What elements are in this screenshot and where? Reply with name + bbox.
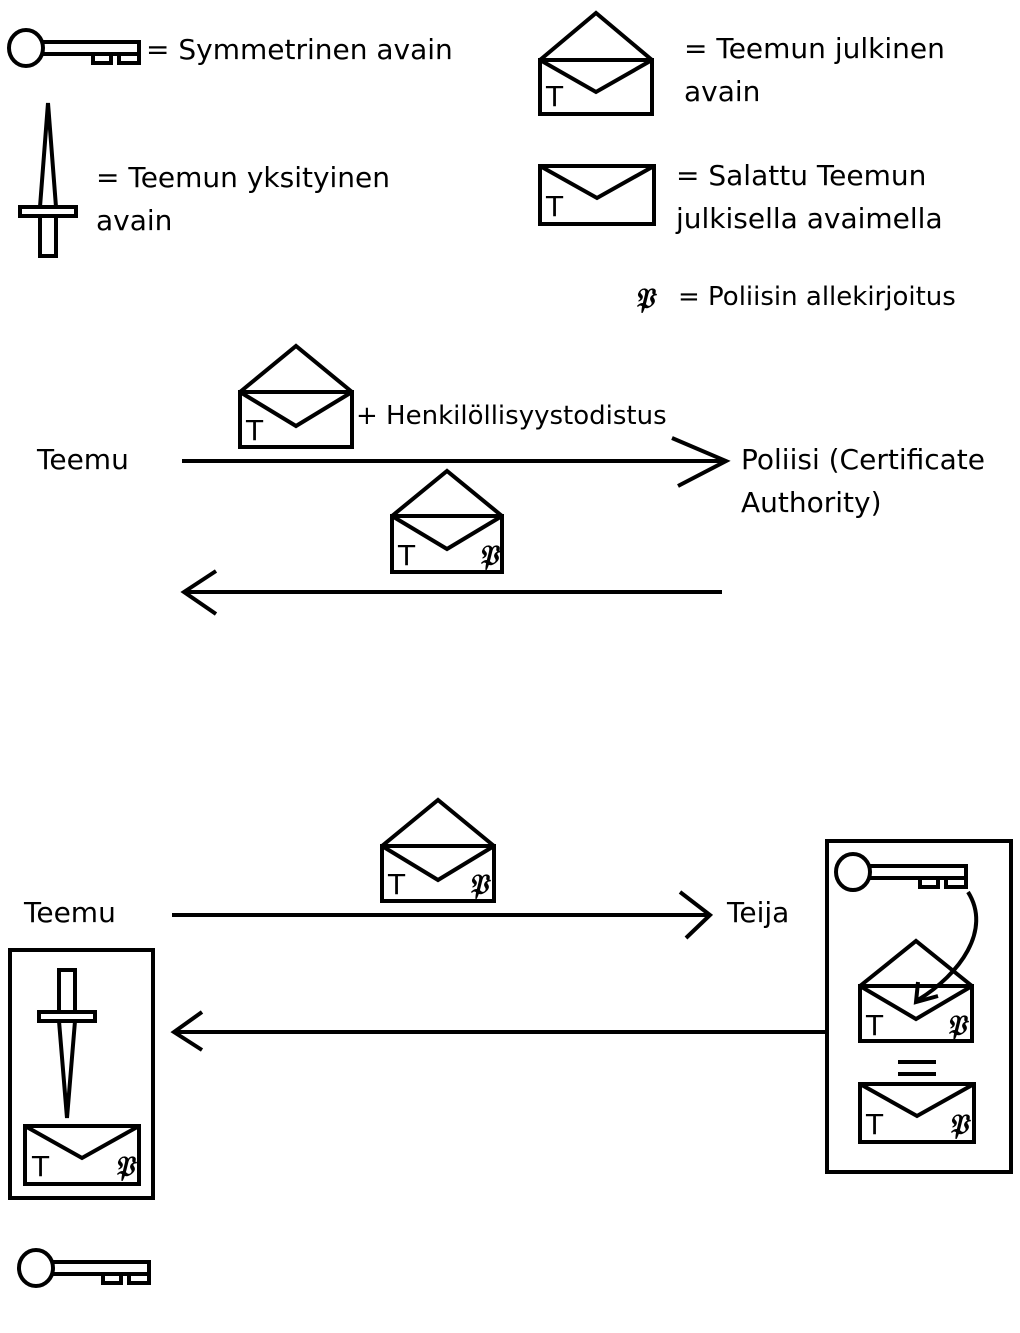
signature-mark: 𝔓 [468, 868, 492, 901]
private-key-icon [37, 968, 97, 1119]
legend-private-key-label: = Teemun yksityinen avain [96, 156, 390, 242]
scene1-receiver-label: Poliisi (Certificate Authority) [741, 438, 985, 524]
arrow-to-teija [172, 890, 714, 940]
envelope-letter: T [31, 1150, 50, 1183]
signature-mark: 𝔓 [948, 1108, 972, 1141]
signature-icon: 𝔓 [634, 282, 658, 315]
legend-private-key-line2: avain [96, 204, 173, 237]
scene1-receiver-line2: Authority) [741, 486, 882, 519]
legend-signature-label: = Poliisin allekirjoitus [678, 282, 956, 312]
encrypted-envelope-icon: T [538, 164, 656, 226]
envelope-letter: T [865, 1009, 884, 1042]
scene2-sender-label: Teemu [24, 896, 116, 929]
legend-public-key-line2: avain [684, 75, 761, 108]
envelope-letter: T [387, 868, 406, 901]
legend-encrypted-line2: julkisella avaimella [676, 202, 943, 235]
envelope-letter: T [545, 190, 564, 223]
envelope-letter: T [245, 414, 264, 447]
certificate-request-scene: T T 𝔓 [180, 343, 731, 616]
symmetric-key-icon [17, 1248, 151, 1288]
public-key-envelope-to-police: T [238, 343, 354, 449]
legend-public-key-line1: = Teemun julkinen [684, 32, 945, 65]
key-exchange-scene: T 𝔓 T 𝔓 [8, 797, 1013, 1288]
teija-encryption-box: T 𝔓 T 𝔓 [825, 839, 1013, 1174]
symmetric-key-icon [834, 852, 968, 892]
scene1-receiver-line1: Poliisi (Certificate [741, 443, 985, 476]
legend-private-key-line1: = Teemun yksityinen [96, 161, 391, 194]
envelope-letter: T [397, 539, 416, 572]
insert-key-arrow [916, 890, 979, 1002]
arrow-to-teemu [180, 569, 722, 616]
signed-certificate-envelope: T 𝔓 [390, 468, 504, 574]
signature-mark: 𝔓 [478, 539, 502, 572]
equals-sign [898, 1060, 936, 1076]
envelope-letter: T [545, 80, 564, 113]
legend-encrypted-label: = Salattu Teemun julkisella avaimella [676, 154, 943, 240]
legend-public-key-label: = Teemun julkinen avain [684, 27, 945, 113]
encrypted-envelope-icon: T 𝔓 [23, 1124, 141, 1186]
arrow-to-teemu-2 [170, 1010, 826, 1052]
signed-certificate-envelope: T 𝔓 [380, 797, 496, 903]
envelope-letter: T [865, 1108, 884, 1141]
signature-mark: 𝔓 [114, 1150, 138, 1183]
signature-mark: 𝔓 [946, 1009, 970, 1042]
legend-symmetric-key-label: = Symmetrinen avain [146, 33, 453, 66]
public-key-icon: T [538, 10, 654, 116]
teemu-decryption-box: T 𝔓 [8, 948, 155, 1200]
private-key-icon [18, 101, 78, 258]
scene2-receiver-label: Teija [727, 896, 790, 929]
symmetric-key-icon [7, 28, 141, 68]
arrow-to-police [182, 436, 731, 488]
scene1-attachment-label: + Henkilöllisyystodistus [356, 401, 667, 431]
scene1-sender-label: Teemu [37, 443, 129, 476]
encrypted-envelope-icon: T 𝔓 [858, 1082, 976, 1144]
legend-encrypted-line1: = Salattu Teemun [676, 159, 927, 192]
insert-key-arrowhead [913, 981, 939, 1005]
